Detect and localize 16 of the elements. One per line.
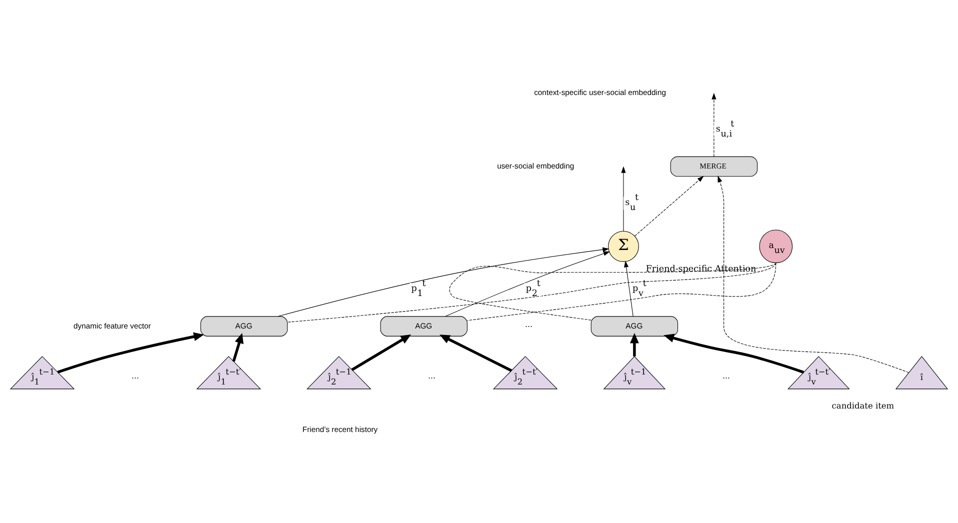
arrow xyxy=(57,332,204,374)
node-box: MERGE xyxy=(670,156,758,177)
arrow xyxy=(630,332,639,356)
arrow xyxy=(718,176,910,373)
arrow xyxy=(445,251,610,317)
arrow xyxy=(351,334,412,371)
arrow xyxy=(278,247,610,317)
arrow xyxy=(621,166,626,232)
arrow xyxy=(712,92,716,157)
arrow xyxy=(664,334,804,374)
node-label: candidate item xyxy=(832,400,894,410)
arrow xyxy=(440,334,512,372)
node-circle: Σ xyxy=(608,230,639,262)
arrow xyxy=(232,332,244,362)
arrow xyxy=(634,176,704,236)
arrow xyxy=(624,260,634,317)
